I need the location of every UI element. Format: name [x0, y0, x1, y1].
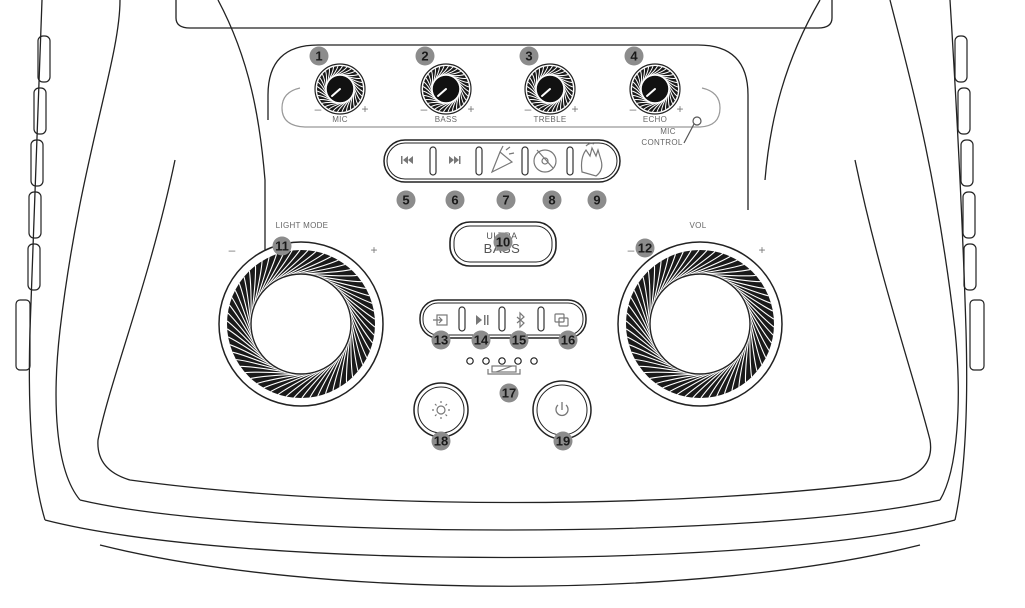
knob-plus: +: [361, 102, 368, 116]
sun-light-icon: [432, 401, 450, 419]
misc-badges: 11 12 10 17 18 19: [272, 232, 655, 451]
svg-text:4: 4: [630, 49, 638, 64]
effect-badges: 5 6 7 8 9: [396, 190, 607, 210]
badge-6: 6: [445, 190, 465, 210]
badge-8: 8: [542, 190, 562, 210]
bluetooth-icon[interactable]: [516, 311, 525, 329]
svg-text:6: 6: [451, 193, 458, 208]
battery-led-row: [466, 357, 538, 365]
knob-mic[interactable]: [314, 63, 366, 115]
control-badges: 13 14 15 16: [431, 330, 578, 350]
previous-track-icon[interactable]: [401, 156, 413, 164]
badge-13: 13: [431, 330, 451, 350]
badge-1: 1: [309, 46, 329, 66]
svg-text:17: 17: [502, 386, 516, 401]
volume-dial[interactable]: [617, 241, 783, 407]
knob-echo[interactable]: [629, 63, 681, 115]
knob-minus: –: [630, 102, 637, 116]
badge-16: 16: [558, 330, 578, 350]
volume-minus: –: [628, 243, 635, 257]
horn-icon[interactable]: [490, 145, 515, 174]
svg-text:15: 15: [512, 333, 526, 348]
badge-18: 18: [431, 431, 451, 451]
knob-label: ECHO: [643, 115, 667, 124]
battery-led: [466, 357, 474, 365]
light-mode-plus: +: [370, 243, 377, 257]
badge-2: 2: [415, 46, 435, 66]
svg-text:13: 13: [434, 333, 448, 348]
dj-scratch-icon[interactable]: [533, 149, 557, 173]
svg-text:16: 16: [561, 333, 575, 348]
battery-led: [498, 357, 506, 365]
left-side-grip: [15, 35, 51, 371]
speaker-body-outline: [28, 0, 968, 587]
svg-text:7: 7: [502, 193, 509, 208]
control-button-strip: [419, 299, 587, 339]
svg-text:14: 14: [474, 333, 489, 348]
knob-bracket: [281, 87, 721, 128]
knob-label: TREBLE: [534, 115, 567, 124]
svg-text:8: 8: [548, 193, 555, 208]
knob-minus: –: [525, 102, 532, 116]
badge-14: 14: [471, 330, 491, 350]
badge-7: 7: [496, 190, 516, 210]
light-mode-minus: –: [229, 243, 236, 257]
knob-plus: +: [571, 102, 578, 116]
input-source-icon[interactable]: [433, 314, 448, 326]
badge-9: 9: [587, 190, 607, 210]
right-side-grip: [954, 35, 985, 371]
light-button[interactable]: [413, 382, 469, 438]
volume-label: VOL: [690, 221, 707, 230]
knob-minus: –: [315, 102, 322, 116]
power-button[interactable]: [532, 380, 592, 440]
svg-text:19: 19: [556, 434, 570, 449]
svg-text:10: 10: [496, 235, 510, 250]
play-pause-icon[interactable]: [476, 315, 489, 325]
knob-label: MIC: [332, 115, 348, 124]
svg-text:12: 12: [638, 241, 652, 256]
badge-19: 19: [553, 431, 573, 451]
party-link-icon[interactable]: [554, 313, 569, 327]
power-icon: [555, 402, 569, 417]
svg-text:5: 5: [402, 193, 409, 208]
light-mode-label: LIGHT MODE: [276, 221, 329, 230]
svg-text:3: 3: [525, 49, 532, 64]
battery-icon: [487, 365, 521, 375]
svg-text:18: 18: [434, 434, 448, 449]
svg-text:1: 1: [315, 49, 322, 64]
knob-treble[interactable]: [524, 63, 576, 115]
badge-10: 10: [493, 232, 513, 252]
badge-17: 17: [499, 383, 519, 403]
microphone-icon: [683, 116, 702, 144]
svg-text:2: 2: [421, 49, 428, 64]
applause-hands-icon[interactable]: [580, 142, 603, 177]
battery-led: [530, 357, 538, 365]
battery-led: [514, 357, 522, 365]
badge-11: 11: [272, 236, 292, 256]
next-track-icon[interactable]: [449, 156, 461, 164]
knob-plus: +: [467, 102, 474, 116]
badge-12: 12: [635, 238, 655, 258]
volume-plus: +: [758, 243, 765, 257]
badge-15: 15: [509, 330, 529, 350]
knob-minus: –: [421, 102, 428, 116]
badge-5: 5: [396, 190, 416, 210]
effect-button-strip: [383, 139, 621, 183]
badge-3: 3: [519, 46, 539, 66]
battery-led: [482, 357, 490, 365]
svg-text:11: 11: [275, 239, 289, 254]
mic-control-label-line2: CONTROL: [641, 138, 682, 147]
light-mode-dial[interactable]: [218, 241, 384, 407]
mic-control-label-line1: MIC: [660, 127, 676, 136]
knob-label: BASS: [435, 115, 458, 124]
badge-4: 4: [624, 46, 644, 66]
svg-text:9: 9: [593, 193, 600, 208]
knob-plus: +: [676, 102, 683, 116]
knob-bass[interactable]: [420, 63, 472, 115]
